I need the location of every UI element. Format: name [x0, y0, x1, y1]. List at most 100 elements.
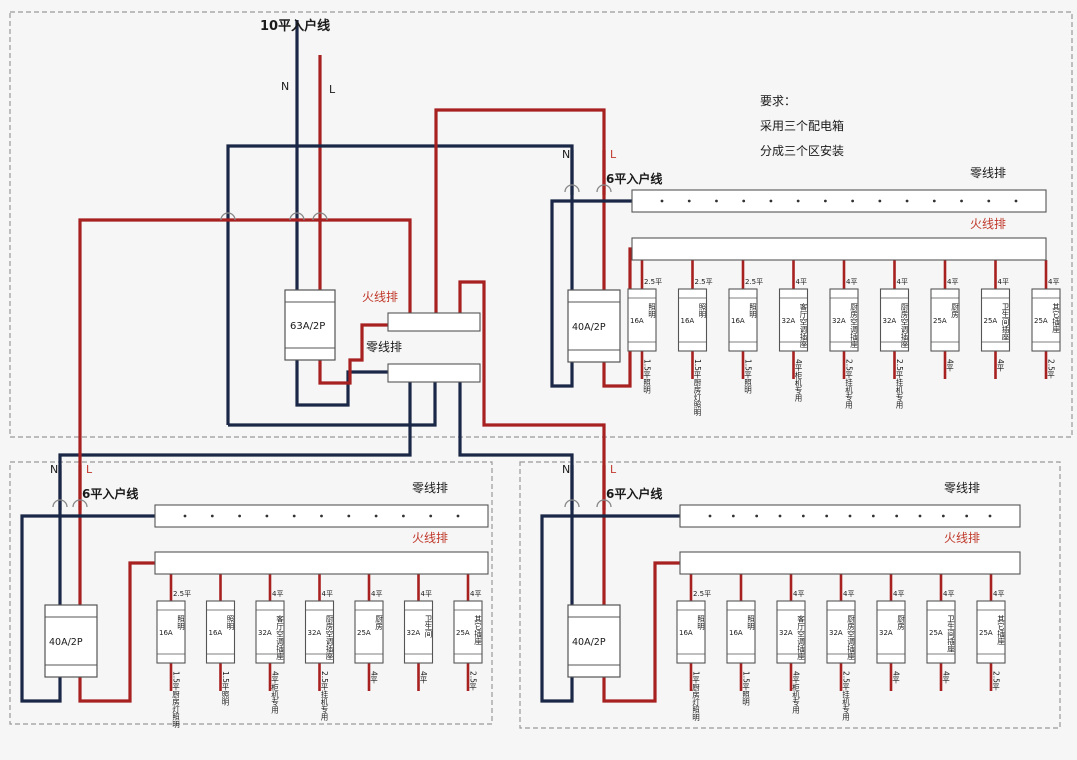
sub-top-n-label: N — [562, 148, 570, 161]
sub-left-branch-4-breaker — [304, 600, 335, 664]
sub-left-crossover-hop — [52, 499, 68, 508]
sub-top-branch-3-breaker — [728, 288, 758, 352]
sub-left-branch-6-cable-label: 4平 — [419, 671, 428, 684]
main-live-to-bar-wire — [318, 323, 388, 385]
sub-right-neutral-terminal — [708, 514, 712, 518]
sub-right-neutral-terminal — [848, 514, 852, 518]
sub-top-neutral-terminal — [823, 199, 827, 203]
sub-right-l-label: L — [610, 463, 617, 476]
sub-left-branch-3-cable-label: 4平柜机专用 — [270, 671, 279, 714]
sub-left-main-breaker-label: 40A/2P — [49, 637, 83, 648]
neutral-return-wire — [228, 382, 437, 427]
region-frame-main — [9, 11, 1073, 438]
sub-top-branch-3-cable-label: 1.5平照明 — [743, 359, 752, 395]
sub-left-branch-1-wire-size: 2.5平 — [173, 590, 191, 598]
sub-left-branch-7-wire-size: 4平 — [470, 590, 481, 598]
sub-right-branch-1-rating: 16A — [679, 629, 693, 637]
sub-left-branch-4-wire-size: 4平 — [322, 590, 333, 598]
sub-top-crossover-hop — [596, 184, 612, 193]
sub-right-branch-5-cable-label: 4平 — [891, 671, 900, 684]
sub-left-neutral-terminal — [402, 514, 405, 518]
sub-top-branch-6-cable-label: 2.5平挂机专用 — [895, 359, 904, 410]
sub-top-branch-2-wire-size: 2.5平 — [695, 278, 713, 286]
sub-top-branch-4-breaker — [778, 288, 809, 352]
main-breaker-label: 63A/2P — [290, 321, 325, 332]
sub-left-branch-3-breaker — [255, 600, 285, 664]
sub-top-neutral-terminal — [660, 199, 664, 203]
sub-left-live-bar — [154, 551, 489, 575]
sub-right-branch-6-wire-size: 4平 — [943, 590, 954, 598]
sub-top-branch-4-wire-size: 4平 — [796, 278, 807, 286]
sub-right-feed-label: 6平入户线 — [606, 486, 662, 501]
main-neutral-bar-label: 零线排 — [366, 340, 402, 354]
sub-left-branch-3-circuit-label: 客厅空调插座 — [275, 614, 284, 662]
region-frame-right — [519, 461, 1061, 729]
sub-top-branch-8-wire-size: 4平 — [998, 278, 1009, 286]
main-feed-label: 10平入户线 — [260, 18, 330, 34]
sub-right-branch-4-rating: 32A — [829, 629, 843, 637]
sub-right-branch-2-circuit-label: 照明 — [746, 615, 755, 632]
sub-top-branch-7-wire-size: 4平 — [947, 278, 958, 286]
sub-top-neutral-bar — [631, 189, 1047, 213]
sub-top-branch-7-rating: 25A — [933, 317, 947, 325]
sub-right-branch-6-circuit-label: 卫生间插座 — [946, 615, 955, 654]
region-frame-left — [9, 461, 493, 725]
sub-top-branch-3-rating: 16A — [731, 317, 745, 325]
sub-right-branch-1-breaker — [676, 600, 706, 664]
live-feed-left-wire — [78, 218, 412, 510]
sub-right-branch-6-breaker — [926, 600, 956, 664]
sub-top-branch-9-circuit-label: 其它插座 — [1051, 303, 1060, 335]
sub-top-branch-1-wire-size: 2.5平 — [644, 278, 662, 286]
sub-top-branch-6-rating: 32A — [883, 317, 897, 325]
sub-right-branch-1-circuit-label: 照明 — [696, 615, 705, 632]
sub-left-n-label: N — [50, 463, 58, 476]
main-l-label: L — [329, 83, 336, 96]
sub-right-branch-6-cable-label: 4平 — [941, 671, 950, 684]
sub-left-neutral-terminal — [456, 514, 460, 518]
sub-top-branch-5-circuit-label: 厨房空调插座 — [849, 303, 858, 350]
sub-left-branch-1-breaker — [156, 600, 186, 664]
sub-right-main-breaker-label: 40A/2P — [572, 637, 606, 648]
sub-top-feed-label: 6平入户线 — [606, 171, 662, 186]
sub-left-branch-3-rating: 32A — [258, 629, 272, 637]
sub-right-crossover-hop — [564, 499, 580, 508]
neutral-feed-right-wire — [458, 382, 574, 510]
main-n-label: N — [281, 80, 289, 93]
sub-left-crossover-hop — [72, 499, 88, 508]
sub-top-branch-8-cable-label: 4平 — [996, 359, 1005, 372]
sub-top-neutral-bar-label: 零线排 — [970, 166, 1006, 180]
sub-right-breaker-to-live-bar-wire — [602, 561, 680, 703]
sub-top-neutral-terminal — [905, 199, 909, 203]
sub-right-neutral-terminal — [825, 514, 829, 518]
sub-left-branch-6-rating: 32A — [407, 629, 421, 637]
sub-right-breaker-to-neutral-bar-wire — [540, 514, 680, 703]
sub-left-branch-1-rating: 16A — [159, 629, 173, 637]
sub-right-branch-3-wire-size: 4平 — [793, 590, 804, 598]
sub-right-neutral-terminal — [895, 514, 899, 518]
sub-left-branch-6-breaker — [403, 600, 434, 664]
sub-top-branch-9-rating: 25A — [1034, 317, 1048, 325]
note-line-1: 要求： — [760, 94, 796, 108]
sub-left-branch-4-circuit-label: 厨房空调插座 — [325, 615, 334, 662]
sub-left-neutral-terminal — [292, 514, 296, 518]
sub-left-branch-7-breaker — [453, 600, 483, 664]
sub-top-branch-4-cable-label: 4平柜机专用 — [794, 359, 803, 402]
sub-top-branch-4-rating: 32A — [782, 317, 796, 325]
sub-left-branch-7-cable-label: 2.5平 — [468, 671, 477, 692]
sub-top-neutral-terminal — [715, 199, 718, 203]
sub-right-live-bar-label: 火线排 — [944, 531, 980, 545]
sub-left-feed-label: 6平入户线 — [82, 486, 138, 501]
sub-top-branch-5-cable-label: 2.5平挂机专用 — [844, 359, 853, 410]
sub-right-branch-3-breaker — [776, 600, 806, 664]
sub-right-neutral-terminal — [755, 514, 759, 518]
sub-top-neutral-terminal — [769, 199, 773, 203]
sub-right-branch-7-cable-label: 2.5平 — [991, 671, 1000, 692]
sub-right-branch-1-wire-size: 2.5平 — [693, 590, 711, 598]
sub-left-neutral-terminal — [183, 514, 187, 518]
sub-top-branch-2-circuit-label: 照明 — [698, 303, 707, 320]
sub-top-branch-7-cable-label: 4平 — [945, 359, 954, 372]
sub-right-n-label: N — [562, 463, 570, 476]
sub-right-branch-5-wire-size: 4平 — [893, 590, 904, 598]
sub-left-branch-4-cable-label: 2.5平挂机专用 — [320, 671, 329, 722]
sub-left-branch-1-cable-label: 1.5平厨房灯照明 — [171, 671, 180, 729]
